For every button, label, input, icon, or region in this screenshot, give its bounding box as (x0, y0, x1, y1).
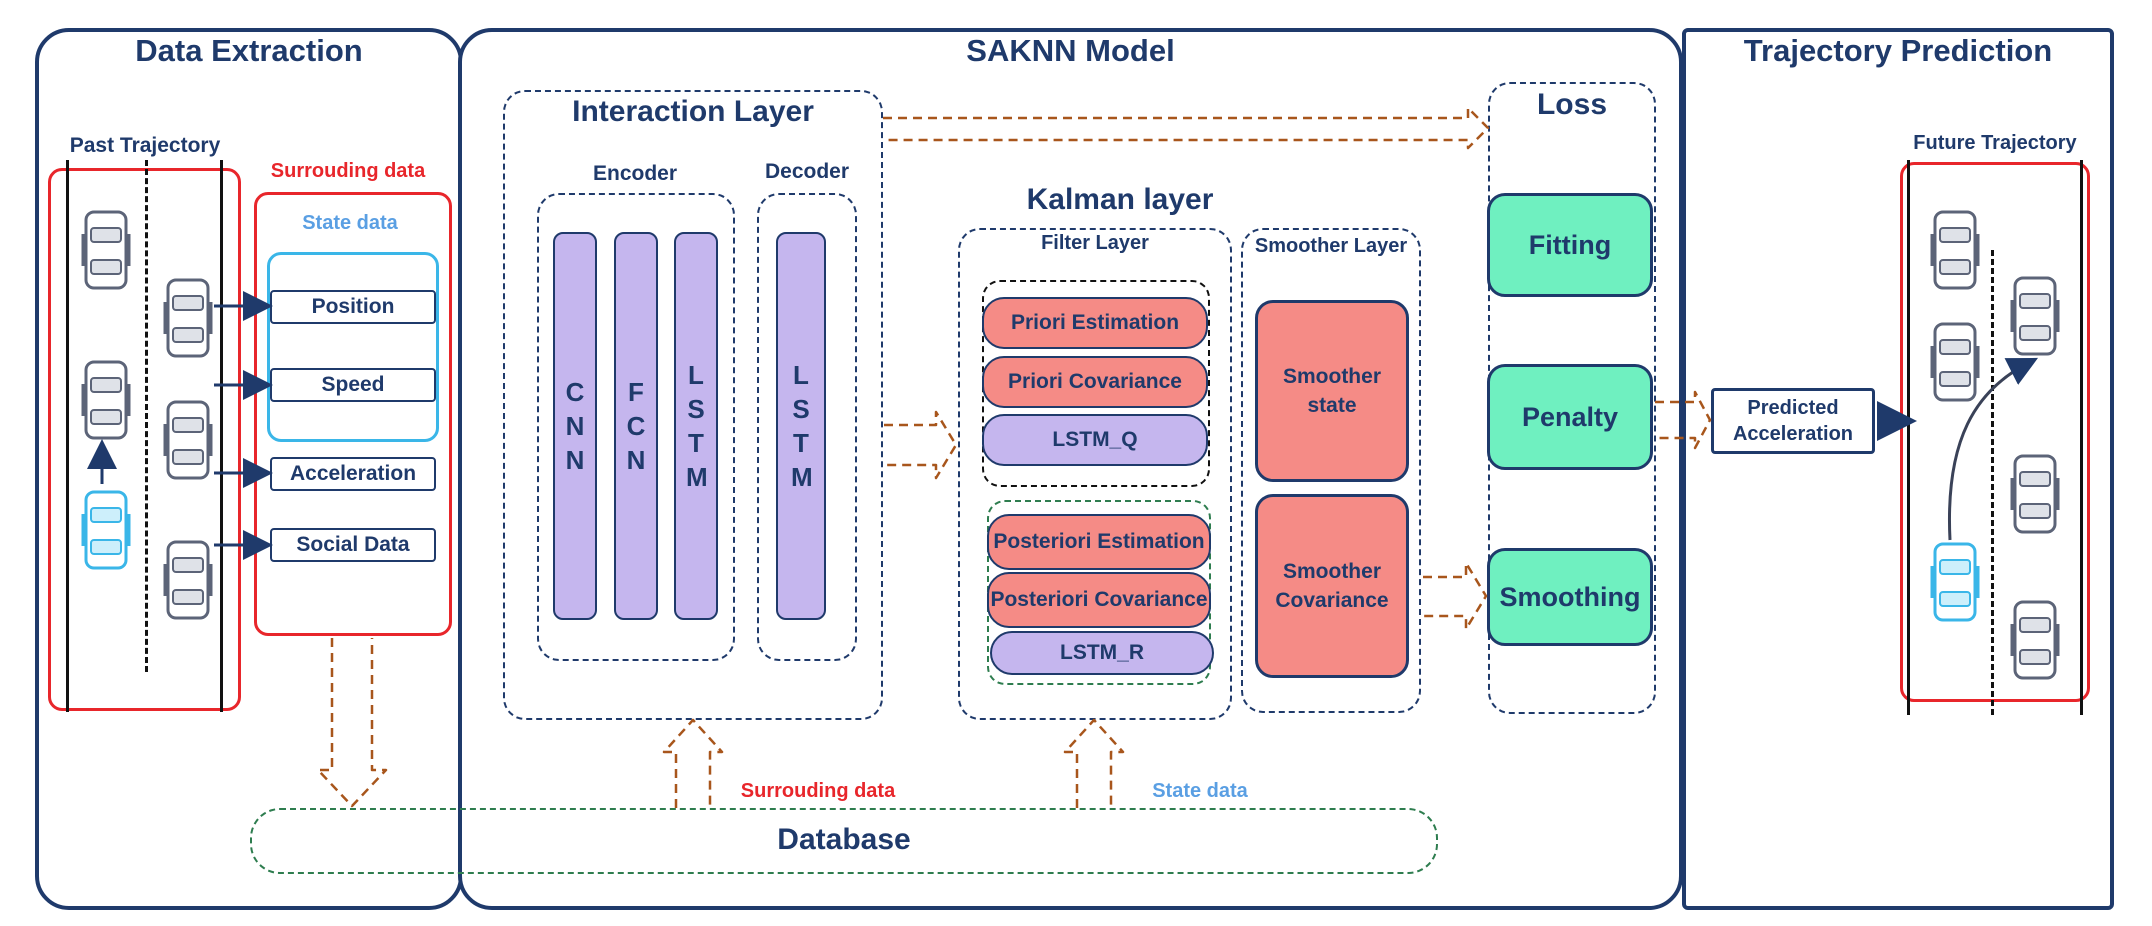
future-vehicle (2010, 276, 2060, 356)
past-vehicle (81, 360, 131, 440)
loss-title: Loss (1536, 88, 1608, 121)
surrounding-data-box (254, 192, 452, 636)
decoder-label: Decoder (764, 160, 850, 183)
future-vehicle (2010, 454, 2060, 534)
filter-layer-box (958, 228, 1232, 720)
state-data-label: State data (302, 212, 398, 234)
predicted-acceleration-box: Predicted Acceleration (1711, 388, 1875, 454)
lstm-r-box: LSTM_R (990, 631, 1214, 675)
saknn-model-panel (458, 28, 1683, 910)
future-trajectory-label: Future Trajectory (1913, 132, 2077, 154)
filter-layer-label: Filter Layer (1041, 232, 1149, 254)
past-trajectory-label: Past Trajectory (69, 134, 221, 157)
posteriori-covariance-box: Posteriori Covariance (987, 572, 1211, 628)
lane-line (2080, 160, 2083, 715)
social-data-feature: Social Data (270, 528, 436, 562)
past-vehicle (163, 400, 213, 480)
penalty-to-predicted-arrow (1655, 390, 1712, 450)
past-vehicle (163, 278, 213, 358)
kalman-layer-title: Kalman layer (1026, 183, 1214, 216)
ego-vehicle-future (1930, 542, 1980, 622)
position-feature: Position (270, 290, 436, 324)
lane-line (66, 160, 69, 712)
past-vehicle (163, 540, 213, 620)
lane-line (220, 160, 223, 712)
smoother-state-box: Smoother state (1255, 300, 1409, 482)
acceleration-feature: Acceleration (270, 457, 436, 491)
surrounding-data-label: Surrouding data (270, 160, 426, 182)
predicted-acceleration-label: Predicted Acceleration (1732, 397, 1854, 445)
smoother-covariance-box: Smoother Covariance (1255, 494, 1409, 678)
lstm-q-box: LSTM_Q (982, 414, 1208, 466)
lane-divider (1991, 250, 1994, 715)
interaction-layer-title: Interaction Layer (572, 95, 814, 128)
database-label: Database (777, 823, 911, 856)
surrounding-to-database-arrow (316, 638, 388, 808)
smoother-layer-label: Smoother Layer (1254, 235, 1408, 257)
future-vehicle (2010, 600, 2060, 680)
smoothing-box: Smoothing (1487, 548, 1653, 646)
encoder-box (537, 193, 735, 661)
smoother-layer-box (1241, 228, 1421, 713)
past-trajectory-road (48, 168, 241, 711)
saknn-model-title: SAKNN Model (966, 33, 1175, 68)
database-box (250, 808, 1438, 874)
past-vehicle (81, 210, 131, 290)
decoder-box (757, 193, 857, 661)
lane-divider (145, 160, 148, 672)
ego-vehicle (81, 490, 131, 570)
priori-covariance-box: Priori Covariance (982, 356, 1208, 408)
database-to-kalman-arrow (1063, 718, 1125, 808)
penalty-box: Penalty (1487, 364, 1653, 470)
fitting-box: Fitting (1487, 193, 1653, 297)
future-vehicle (1930, 322, 1980, 402)
future-vehicle (1930, 210, 1980, 290)
trajectory-prediction-title: Trajectory Prediction (1743, 33, 2053, 68)
interaction-to-loss-arrow (883, 106, 1490, 150)
speed-feature: Speed (270, 368, 436, 402)
data-extraction-title: Data Extraction (135, 33, 363, 68)
priori-estimation-box: Priori Estimation (982, 297, 1208, 349)
interaction-to-kalman-arrow (884, 410, 958, 480)
future-path-arrow (1947, 357, 2039, 541)
smoother-to-smoothing-arrow (1423, 561, 1488, 631)
encoder-label: Encoder (592, 162, 678, 185)
posteriori-estimation-box: Posteriori Estimation (987, 514, 1211, 570)
db-state-data-label: State data (1152, 780, 1248, 802)
state-data-box (267, 252, 439, 442)
db-surrounding-data-label: Surrouding data (740, 780, 896, 802)
database-to-interaction-arrow (662, 718, 724, 808)
